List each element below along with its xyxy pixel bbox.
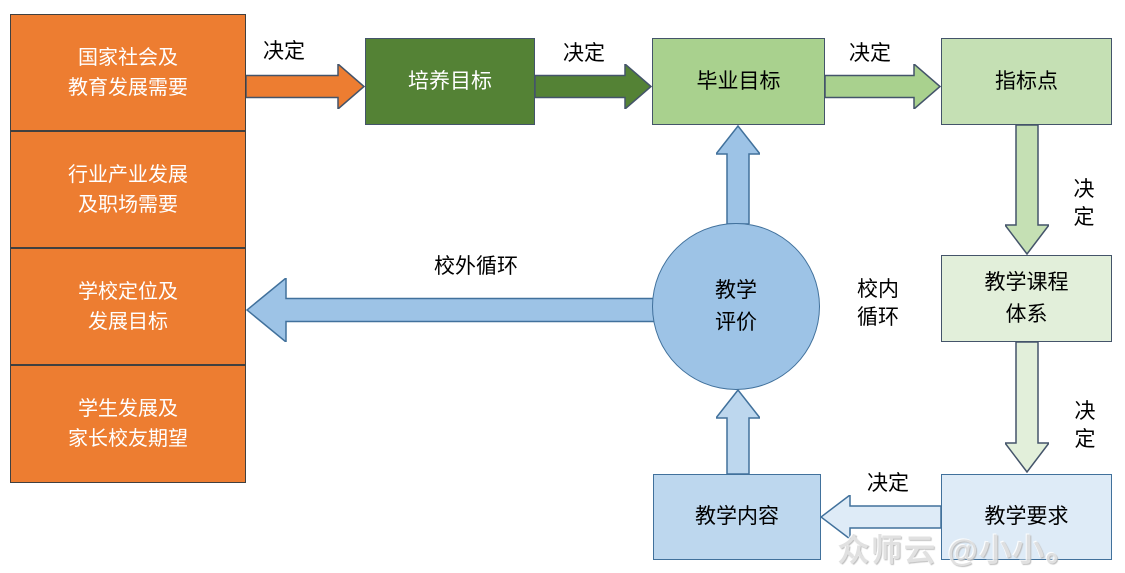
circle-teaching-evaluation: 教学 评价: [652, 223, 820, 390]
box-school-positioning-goals: 学校定位及 发展目标: [10, 248, 246, 365]
arrow-indicator-to-curriculum: [1005, 125, 1049, 255]
box-curriculum-system: 教学课程 体系: [941, 255, 1112, 342]
label-internal-loop: 校内 循环: [857, 278, 899, 330]
label-decide-4: 决定: [1073, 178, 1095, 230]
label-decide-6: 决定: [867, 472, 909, 495]
box-teaching-requirement: 教学要求: [941, 474, 1112, 560]
arrow-graduation-to-indicator: [825, 64, 941, 109]
label-external-loop: 校外循环: [434, 255, 518, 278]
box-training-goal: 培养目标: [365, 38, 535, 125]
arrow-evaluation-to-graduation-goal: [716, 125, 760, 224]
arrow-evaluation-to-needs: [246, 278, 656, 342]
box-national-society-education-needs: 国家社会及 教育发展需要: [10, 14, 246, 131]
watermark: 众师云 @小小。: [838, 533, 1079, 568]
box-teaching-content: 教学内容: [653, 474, 821, 560]
arrow-content-to-evaluation: [716, 389, 760, 474]
arrow-needs-to-training-goal: [246, 64, 365, 109]
arrow-training-to-graduation-goal: [535, 64, 652, 109]
box-industry-workplace-needs: 行业产业发展 及职场需要: [10, 131, 246, 248]
arrow-curriculum-to-requirement: [1005, 342, 1049, 473]
label-decide-2: 决定: [563, 42, 605, 65]
arrow-requirement-to-content: [820, 495, 941, 539]
box-student-parent-alumni-expectations: 学生发展及 家长校友期望: [10, 365, 246, 483]
label-decide-5: 决定: [1074, 400, 1096, 452]
label-decide-1: 决定: [263, 40, 305, 63]
box-graduation-goal: 毕业目标: [652, 38, 825, 125]
label-decide-3: 决定: [849, 42, 891, 65]
box-indicator-point: 指标点: [941, 38, 1112, 125]
